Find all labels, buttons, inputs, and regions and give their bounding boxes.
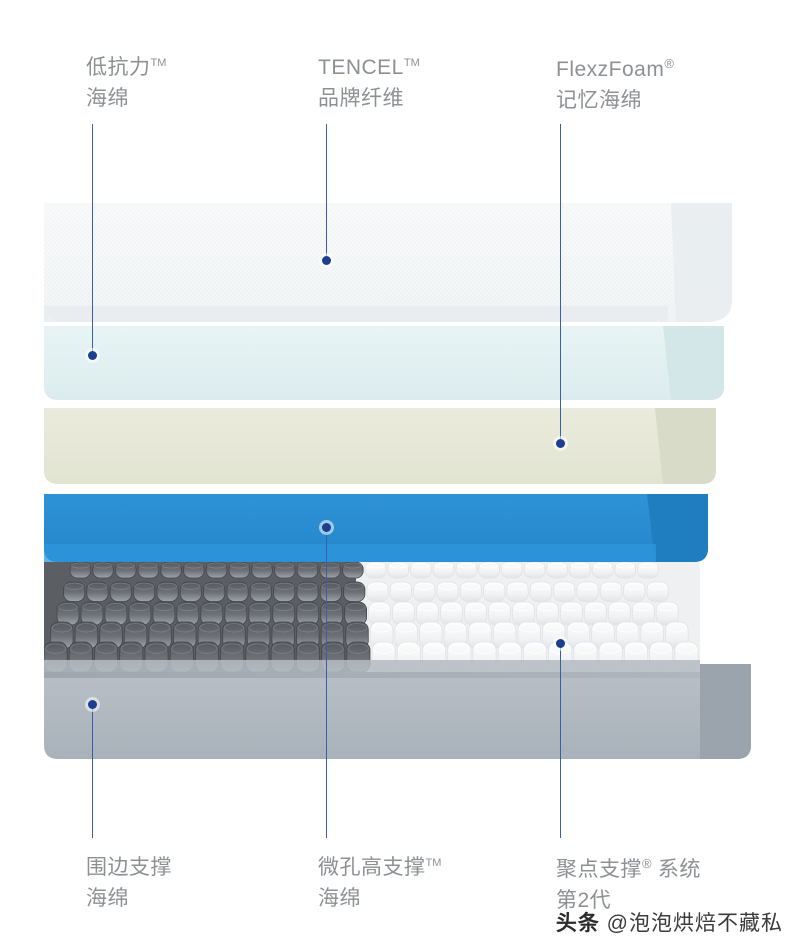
label-text-suffix: 系统 <box>651 858 701 881</box>
label-text-line2: 海绵 <box>318 887 361 910</box>
label-text: FlexzFoam <box>556 58 665 81</box>
label-tencel-fiber: TENCELTM 品牌纤维 <box>318 48 420 114</box>
leader-dot-low-resistance-foam <box>88 351 97 360</box>
registered-mark: ® <box>642 856 652 871</box>
trademark-mark: TM <box>425 857 442 869</box>
leader-line-micro-hole-support-foam <box>326 531 327 838</box>
label-flexzfoam: FlexzFoam® 记忆海绵 <box>556 48 674 116</box>
layer-micro-hole-support-foam <box>44 494 708 562</box>
label-micro-hole-support-foam: 微孔高支撑TM 海绵 <box>318 848 441 914</box>
leader-dot-edge-support-foam <box>88 700 97 709</box>
layer-low-resistance-foam <box>44 326 724 400</box>
label-text-line2: 第2代 <box>556 889 612 912</box>
leader-line-flexzfoam <box>560 124 561 443</box>
layer-edge-support-foam-base <box>44 664 751 759</box>
label-text: 聚点支撑 <box>556 858 642 881</box>
trademark-mark: TM <box>150 57 167 69</box>
label-text: 围边支撑 <box>86 856 172 879</box>
leader-dot-micro-hole-support-foam <box>322 523 331 532</box>
leader-line-low-resistance-foam <box>92 124 93 355</box>
leader-dot-pocket-coil-system <box>556 639 565 648</box>
leader-line-pocket-coil-system <box>560 647 561 838</box>
watermark-source: 头条 <box>555 912 600 935</box>
label-low-resistance-foam: 低抗力TM 海绵 <box>86 48 166 114</box>
leader-dot-tencel-cover <box>322 256 331 265</box>
watermark-handle: @泡泡烘焙不藏私 <box>606 912 783 935</box>
label-text-line2: 记忆海绵 <box>556 89 642 112</box>
label-pocket-coil-system: 聚点支撑® 系统 第2代 <box>556 848 701 916</box>
label-edge-support-foam: 围边支撑 海绵 <box>86 848 172 914</box>
registered-mark: ® <box>664 56 674 71</box>
leader-line-tencel-cover <box>326 124 327 260</box>
label-text-line2: 海绵 <box>86 87 129 110</box>
leader-dot-flexzfoam <box>556 439 565 448</box>
label-text-line2: 海绵 <box>86 887 129 910</box>
label-text: 低抗力 <box>86 56 151 79</box>
label-text-line2: 品牌纤维 <box>318 87 404 110</box>
label-text: 微孔高支撑 <box>318 856 426 879</box>
layer-flexzfoam-memory-foam <box>44 408 716 484</box>
trademark-mark: TM <box>403 57 420 69</box>
watermark: 头条 @泡泡烘焙不藏私 <box>556 907 783 937</box>
label-text: TENCEL <box>318 56 404 79</box>
layer-tencel-cover <box>44 203 732 322</box>
leader-line-edge-support-foam <box>92 708 93 838</box>
